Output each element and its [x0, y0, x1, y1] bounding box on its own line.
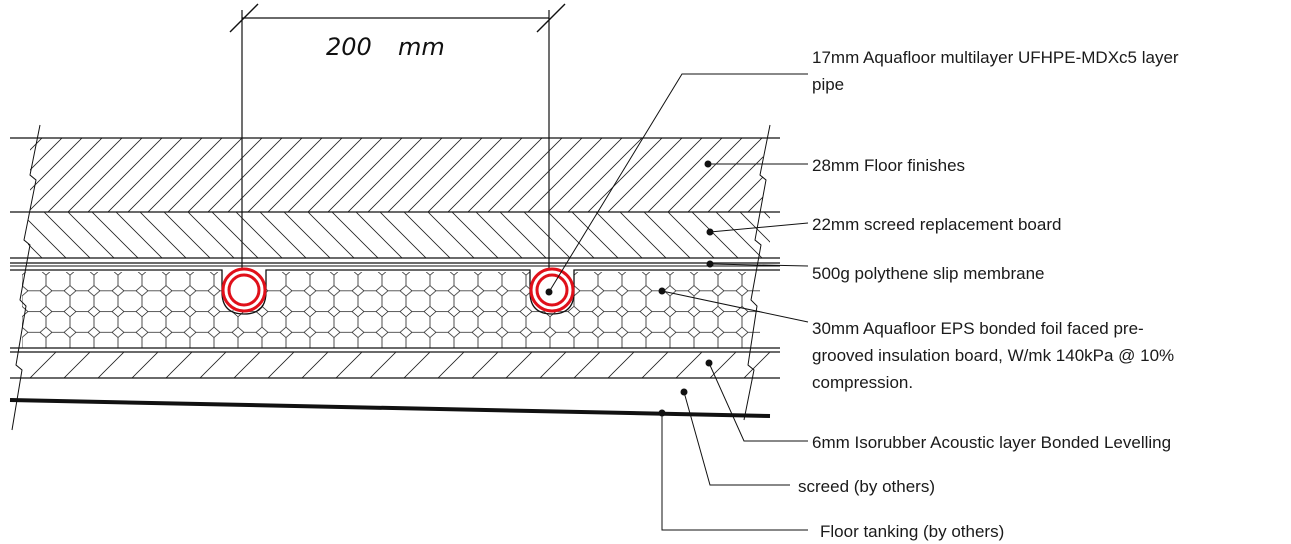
levelling-screed-layer: [10, 352, 780, 379]
dimension-200mm: 200 mm: [229, 3, 566, 272]
leader-dot: [704, 160, 712, 168]
leader-dot: [706, 228, 714, 236]
label-eps-line3: compression.: [812, 373, 913, 392]
leader-dot: [658, 287, 666, 295]
tanking-membrane: [9, 398, 771, 418]
break-lines: [11, 124, 771, 431]
leader-dot: [680, 388, 688, 396]
dimension-unit: mm: [398, 33, 445, 61]
label-tanking: Floor tanking (by others): [820, 522, 1004, 541]
floor-finishes-layer: [10, 137, 780, 213]
leader-dot: [545, 288, 553, 296]
label-slip-membrane: 500g polythene slip membrane: [812, 264, 1044, 283]
label-screed-board: 22mm screed replacement board: [812, 215, 1061, 234]
leader-dot: [705, 359, 713, 367]
label-screed-others: screed (by others): [798, 477, 935, 496]
pipe-right: [529, 267, 575, 313]
pipe-left: [221, 267, 267, 313]
leader-dot: [658, 409, 666, 417]
label-eps-line2: grooved insulation board, W/mk 140kPa @ …: [812, 346, 1174, 365]
eps-insulation-layer: [10, 269, 780, 353]
label-pipe-line2: pipe: [812, 75, 844, 94]
leader-lines: [548, 73, 809, 531]
labels: 17mm Aquafloor multilayer UFHPE-MDXc5 la…: [798, 48, 1179, 541]
label-eps-line1: 30mm Aquafloor EPS bonded foil faced pre…: [812, 319, 1144, 338]
leader-dots: [545, 160, 714, 417]
screed-board-layer: [10, 212, 780, 267]
label-pipe-line1: 17mm Aquafloor multilayer UFHPE-MDXc5 la…: [812, 48, 1179, 67]
label-floor-finishes: 28mm Floor finishes: [812, 156, 965, 175]
label-acoustic: 6mm Isorubber Acoustic layer Bonded Leve…: [812, 433, 1171, 452]
dimension-value: 200: [326, 33, 372, 61]
leader-dot: [706, 260, 714, 268]
